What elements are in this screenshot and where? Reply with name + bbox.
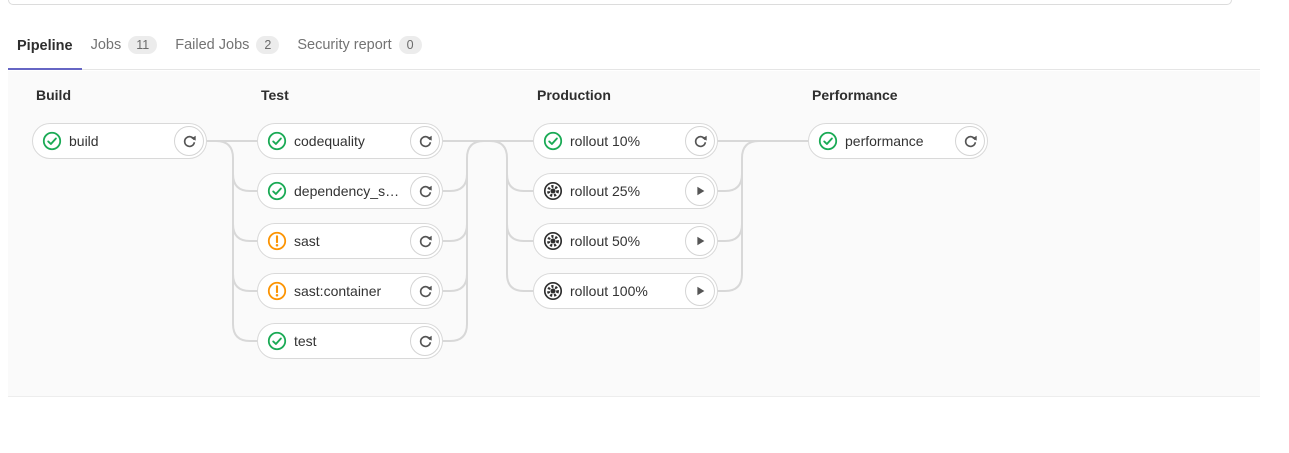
- stage-name: Performance: [812, 87, 898, 103]
- stage-name: Build: [36, 87, 71, 103]
- retry-button[interactable]: [410, 176, 440, 206]
- retry-button[interactable]: [410, 276, 440, 306]
- retry-button[interactable]: [955, 126, 985, 156]
- tab-label: Failed Jobs: [175, 37, 250, 53]
- pipeline-tabbar: Pipeline Jobs 11 Failed Jobs 2 Security …: [8, 0, 1260, 70]
- retry-icon: [693, 134, 708, 149]
- job-pill[interactable]: build: [32, 123, 207, 159]
- security-report-count-badge: 0: [398, 36, 422, 54]
- job-pill[interactable]: rollout 50%: [533, 223, 718, 259]
- failed-jobs-count-badge: 2: [256, 36, 280, 54]
- job-pill[interactable]: sast: [257, 223, 443, 259]
- status-success-icon: [267, 331, 287, 351]
- retry-icon: [418, 184, 433, 199]
- play-button[interactable]: [685, 176, 715, 206]
- job-pill[interactable]: codequality: [257, 123, 443, 159]
- job-name: rollout 10%: [570, 133, 641, 149]
- retry-icon: [418, 334, 433, 349]
- retry-icon: [418, 284, 433, 299]
- retry-button[interactable]: [685, 126, 715, 156]
- status-warning-icon: [267, 281, 287, 301]
- stage-name: Production: [537, 87, 611, 103]
- retry-button[interactable]: [174, 126, 204, 156]
- retry-button[interactable]: [410, 326, 440, 356]
- job-name: sast: [294, 233, 320, 249]
- tab-pipeline[interactable]: Pipeline: [8, 38, 82, 70]
- tab-jobs[interactable]: Jobs 11: [82, 36, 167, 70]
- job-pill[interactable]: dependency_s…: [257, 173, 443, 209]
- play-icon: [693, 234, 707, 248]
- job-name: rollout 100%: [570, 283, 648, 299]
- job-name: test: [294, 333, 317, 349]
- tab-security-report[interactable]: Security report 0: [288, 36, 430, 70]
- status-success-icon: [267, 131, 287, 151]
- tab-label: Security report: [297, 37, 392, 53]
- retry-icon: [963, 134, 978, 149]
- status-warning-icon: [267, 231, 287, 251]
- retry-icon: [418, 134, 433, 149]
- retry-button[interactable]: [410, 226, 440, 256]
- job-pill[interactable]: sast:container: [257, 273, 443, 309]
- job-pill[interactable]: rollout 25%: [533, 173, 718, 209]
- play-button[interactable]: [685, 276, 715, 306]
- job-name: performance: [845, 133, 924, 149]
- status-success-icon: [42, 131, 62, 151]
- tab-label: Jobs: [90, 37, 122, 53]
- status-manual-icon: [543, 181, 563, 201]
- job-name: rollout 50%: [570, 233, 641, 249]
- stage-name: Test: [261, 87, 289, 103]
- job-name: build: [69, 133, 99, 149]
- job-name: rollout 25%: [570, 183, 641, 199]
- status-manual-icon: [543, 281, 563, 301]
- status-success-icon: [267, 181, 287, 201]
- job-name: dependency_s…: [294, 183, 400, 199]
- jobs-count-badge: 11: [128, 36, 158, 54]
- retry-icon: [418, 234, 433, 249]
- play-icon: [693, 184, 707, 198]
- job-pill[interactable]: performance: [808, 123, 988, 159]
- status-success-icon: [818, 131, 838, 151]
- play-icon: [693, 284, 707, 298]
- status-manual-icon: [543, 231, 563, 251]
- retry-icon: [182, 134, 197, 149]
- job-pill[interactable]: rollout 10%: [533, 123, 718, 159]
- job-pill[interactable]: rollout 100%: [533, 273, 718, 309]
- tab-label: Pipeline: [17, 38, 73, 54]
- job-name: sast:container: [294, 283, 382, 299]
- status-success-icon: [543, 131, 563, 151]
- tab-failed-jobs[interactable]: Failed Jobs 2: [166, 36, 288, 70]
- play-button[interactable]: [685, 226, 715, 256]
- job-name: codequality: [294, 133, 365, 149]
- job-pill[interactable]: test: [257, 323, 443, 359]
- pipeline-graph: Build build Test codequality dependency_…: [8, 71, 1260, 397]
- retry-button[interactable]: [410, 126, 440, 156]
